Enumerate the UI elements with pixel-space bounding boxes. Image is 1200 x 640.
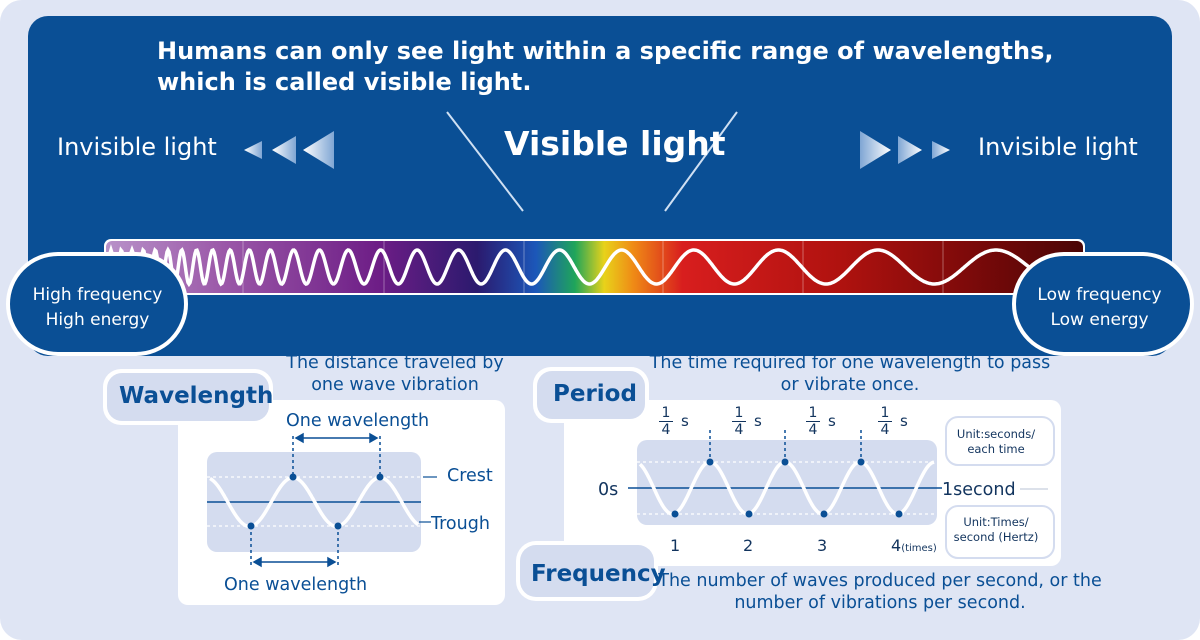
frequency-pill	[520, 545, 654, 597]
frequency-description: The number of waves produced per second,…	[658, 571, 1102, 613]
high-frequency-bubble	[6, 252, 188, 356]
tick-label-3: 3	[817, 536, 828, 555]
wavelength-wave	[209, 475, 420, 529]
tick-unit: (times)	[901, 543, 937, 554]
invisible-light-left: Invisible light	[57, 133, 217, 161]
headline: Humans can only see light within a speci…	[157, 37, 1054, 96]
crest-label: Crest	[447, 466, 493, 486]
wavelength-description: The distance traveled by one wave vibrat…	[286, 353, 504, 395]
spectrum-wave	[106, 244, 1083, 290]
tick-label-2: 2	[743, 536, 754, 555]
period-description: The time required for one wavelength to …	[649, 353, 1051, 395]
visible-pointer-right	[664, 111, 738, 212]
one-wavelength-bottom-label: One wavelength	[224, 575, 368, 595]
visible-pointer-left	[446, 111, 524, 212]
period-end-label: 1second	[942, 480, 1016, 500]
low-frequency-text: Low frequency	[1037, 285, 1162, 305]
low-frequency-bubble	[1012, 252, 1194, 356]
tick-label-1: 1	[670, 536, 681, 555]
wavelength-label: Wavelength	[119, 383, 274, 409]
tick-label-4-value: 4	[891, 536, 902, 555]
high-frequency-label: High frequency High energy	[20, 283, 175, 333]
left-arrows-icon	[244, 131, 334, 169]
frequency-label: Frequency	[531, 561, 666, 587]
one-wavelength-top-label: One wavelength	[286, 411, 430, 431]
low-energy-text: Low energy	[1050, 310, 1149, 330]
unit-period-box	[945, 416, 1055, 466]
low-frequency-label: Low frequency Low energy	[1022, 283, 1177, 333]
high-energy-text: High energy	[45, 310, 150, 330]
unit-frequency-box	[945, 505, 1055, 559]
high-frequency-text: High frequency	[32, 285, 163, 305]
tick-label-4: 4(times)	[891, 536, 937, 555]
trough-label: Trough	[431, 514, 490, 534]
unit-period-text: Unit:seconds/ each time	[956, 427, 1036, 456]
unit-frequency-text: Unit:Times/ second (Hertz)	[953, 515, 1039, 544]
period-label: Period	[553, 381, 637, 407]
visible-light-title: Visible light	[504, 124, 726, 163]
period-pill	[537, 371, 645, 419]
wavelength-pill	[107, 373, 269, 421]
period-start-label: 0s	[598, 480, 619, 500]
right-arrows-icon	[860, 131, 950, 169]
invisible-light-right: Invisible light	[978, 133, 1138, 161]
